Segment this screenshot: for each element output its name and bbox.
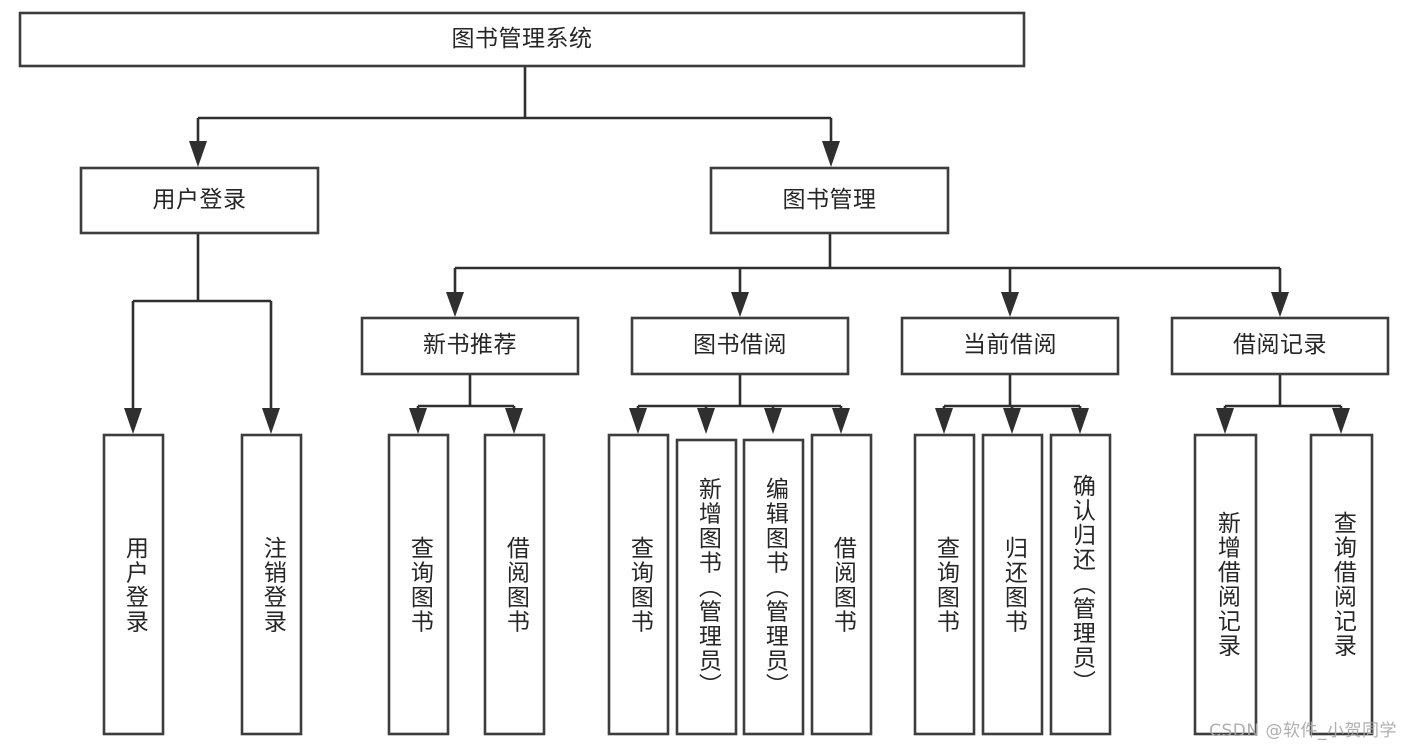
- node-box-leaf-query-book-2[interactable]: [607, 433, 670, 736]
- node-root[interactable]: [20, 13, 1024, 66]
- node-box-leaf-return-book[interactable]: [981, 433, 1044, 736]
- arrow-head-leaf-add-record: [1216, 408, 1234, 434]
- arrow-head-to-user-login: [189, 141, 207, 167]
- arrow-head-book-borrow: [731, 292, 749, 317]
- node-box-leaf-add-record[interactable]: [1193, 433, 1258, 736]
- node-new-book-recommend[interactable]: [362, 318, 578, 374]
- node-borrow-record[interactable]: [1172, 318, 1388, 374]
- arrow-head-leaf-query-record: [1332, 408, 1350, 434]
- connector-group-user-login: [124, 233, 280, 434]
- arrow-head-leaf-return-book: [1003, 408, 1021, 434]
- arrow-head-new-book-recommend: [446, 292, 464, 317]
- arrow-head-leaf-edit-book: [764, 408, 782, 434]
- arrow-head-leaf-borrow-book-1: [505, 408, 523, 434]
- node-book-management[interactable]: [711, 168, 948, 233]
- node-box-leaf-confirm-return[interactable]: [1049, 433, 1112, 736]
- node-box-leaf-user-login[interactable]: [102, 433, 165, 736]
- node-box-leaf-query-record[interactable]: [1309, 433, 1374, 736]
- node-box-user-login[interactable]: [79, 166, 320, 235]
- node-box-leaf-query-book-1[interactable]: [387, 433, 450, 736]
- arrow-head-leaf-add-book: [697, 408, 715, 434]
- node-box-leaf-edit-book[interactable]: [742, 438, 805, 736]
- node-user-login[interactable]: [81, 168, 318, 233]
- node-box-leaf-logout-login[interactable]: [240, 433, 303, 736]
- arrow-head-borrow-record: [1271, 292, 1289, 317]
- arrow-head-leaf-borrow-book-2: [832, 408, 850, 434]
- node-box-leaf-query-book-3[interactable]: [913, 433, 976, 736]
- node-box-book-borrow[interactable]: [630, 316, 850, 376]
- connector-group-root: [189, 66, 840, 167]
- node-current-borrow[interactable]: [902, 318, 1118, 374]
- node-box-leaf-add-book[interactable]: [675, 438, 738, 736]
- node-box-leaf-borrow-book-2[interactable]: [810, 433, 873, 736]
- connector-group-new-book-recommend: [409, 374, 523, 434]
- connector-group-book-management: [446, 233, 1289, 317]
- connector-group-book-borrow: [629, 374, 850, 434]
- connector-group-current-borrow: [935, 374, 1089, 434]
- arrow-head-leaf-logout-login: [262, 408, 280, 434]
- arrow-head-leaf-query-book-1: [409, 408, 427, 434]
- arrow-head-current-borrow: [1001, 292, 1019, 317]
- watermark-csdn: CSDN @软件_小贺同学: [1209, 721, 1397, 741]
- arrow-head-leaf-query-book-2: [629, 408, 647, 434]
- node-box-borrow-record[interactable]: [1170, 316, 1390, 376]
- arrow-head-leaf-confirm-return: [1071, 408, 1089, 434]
- arrow-head-leaf-query-book-3: [935, 408, 953, 434]
- node-box-leaf-borrow-book-1[interactable]: [483, 433, 546, 736]
- node-box-root[interactable]: [18, 11, 1026, 68]
- node-book-borrow[interactable]: [632, 318, 848, 374]
- node-box-current-borrow[interactable]: [900, 316, 1120, 376]
- connector-group-borrow-record: [1216, 374, 1350, 434]
- node-box-new-book-recommend[interactable]: [360, 316, 580, 376]
- arrow-head-leaf-user-login: [124, 408, 142, 434]
- node-box-book-management[interactable]: [709, 166, 950, 235]
- arrow-head-to-book-management: [822, 141, 840, 167]
